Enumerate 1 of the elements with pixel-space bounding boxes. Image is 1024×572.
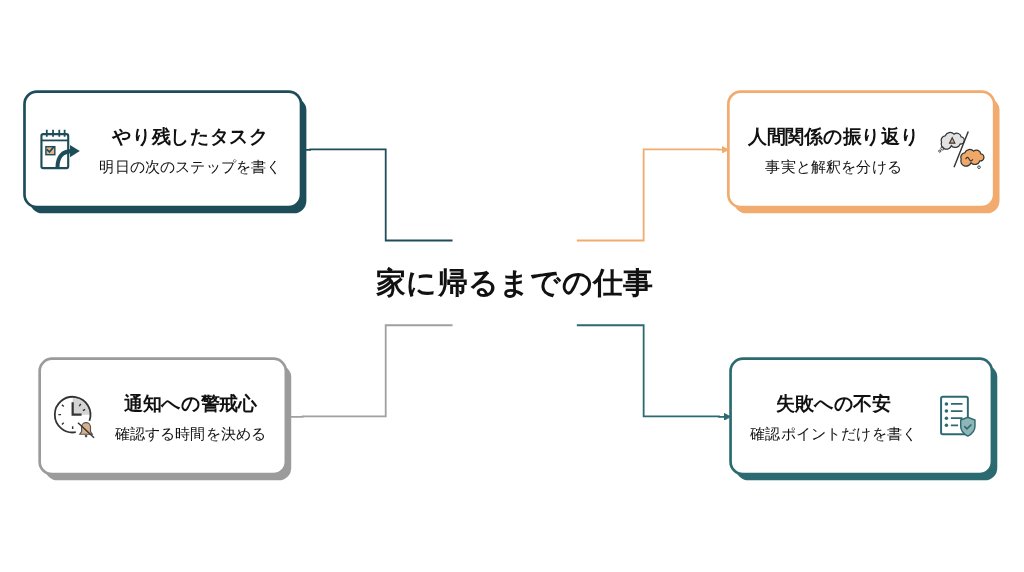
node-text: 家に帰るまでの仕事 xyxy=(375,264,654,301)
